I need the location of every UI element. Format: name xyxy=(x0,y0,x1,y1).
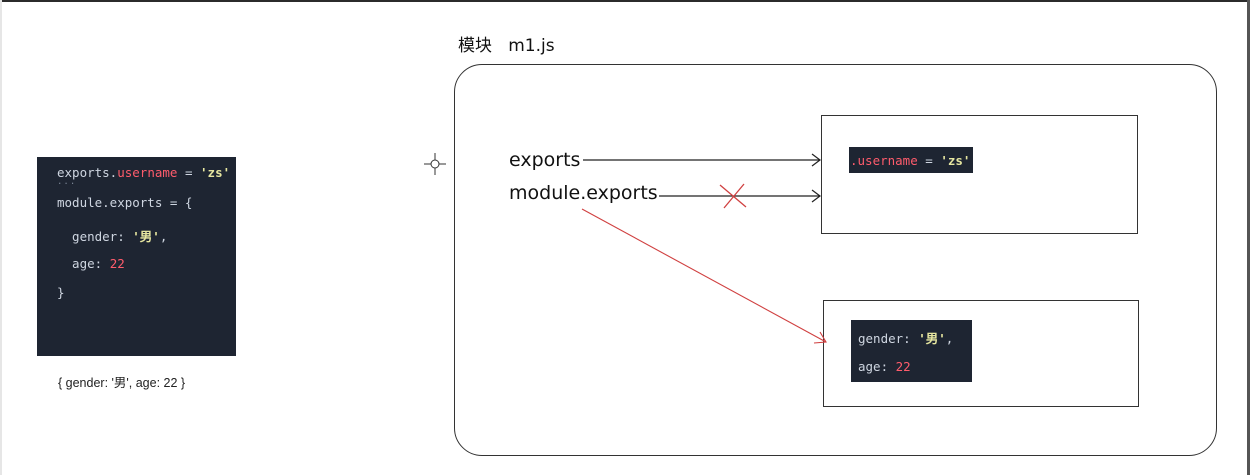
arrowhead-module-exports xyxy=(811,189,821,203)
code-line-age: age: 22 xyxy=(57,256,125,271)
code-token-username: .username xyxy=(850,153,918,168)
cross-mark-line-2 xyxy=(723,183,745,209)
code-token-equals: = xyxy=(177,165,201,180)
code-token-equals: = xyxy=(917,153,941,168)
object1-code-line: .username = 'zs' xyxy=(850,153,970,168)
code-token-gender-key: gender: xyxy=(858,331,919,346)
code-token-comma: , xyxy=(945,331,954,346)
code-token-string-zs: 'zs' xyxy=(200,165,231,180)
code-line-close-brace: } xyxy=(57,285,65,300)
object-box-exports xyxy=(821,115,1138,234)
code-token-age-value: 22 xyxy=(895,359,911,374)
code-token-exports: exports. xyxy=(57,165,118,180)
window-right-border xyxy=(1247,0,1250,475)
code-token-gender-key: gender: xyxy=(57,229,133,244)
code-token-string-zs: 'zs' xyxy=(940,153,971,168)
label-module-exports: module.exports xyxy=(509,182,658,204)
result-caption: { gender: '男', age: 22 } xyxy=(58,376,186,390)
object2-code-line-age: age: 22 xyxy=(858,359,911,374)
label-exports: exports xyxy=(509,149,581,171)
code-fold-dots: ... xyxy=(57,177,77,187)
arrowhead-exports xyxy=(811,153,821,167)
code-token-age-value: 22 xyxy=(109,256,125,271)
code-token-username: username xyxy=(117,165,178,180)
object1-code-chip xyxy=(849,147,973,173)
object2-code-chip xyxy=(851,320,972,382)
code-line-exports-username: exports.username = 'zs' xyxy=(57,165,230,180)
arrow-module-exports-to-object2 xyxy=(581,208,827,343)
module-container xyxy=(454,64,1217,456)
window-top-border xyxy=(0,0,1250,2)
window-left-border xyxy=(0,0,2,475)
crosshair-cursor-icon xyxy=(424,153,446,175)
code-token-age-key: age: xyxy=(57,256,110,271)
code-line-module-exports: module.exports = { xyxy=(57,195,193,210)
object2-code-line-gender: gender: '男', xyxy=(858,328,953,347)
code-token-comma: , xyxy=(159,229,168,244)
code-line-gender: gender: '男', xyxy=(57,226,167,245)
left-code-panel xyxy=(37,157,236,356)
arrowhead-object2 xyxy=(813,331,827,344)
module-title: 模块 m1.js xyxy=(458,36,555,56)
code-token-age-key: age: xyxy=(858,359,896,374)
code-token-gender-value: '男' xyxy=(918,331,946,346)
code-token-gender-value: '男' xyxy=(132,229,160,244)
cross-mark-line-1 xyxy=(719,184,747,208)
